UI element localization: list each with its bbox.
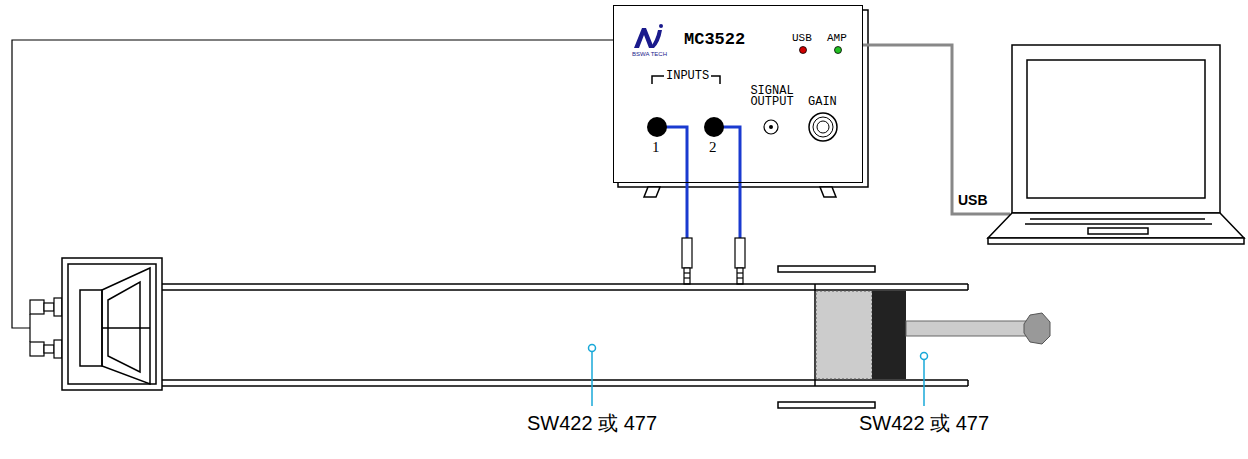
drawing-part [988, 213, 1244, 238]
drawing-part [162, 385, 968, 387]
drawing-part [44, 345, 54, 353]
part-label: SW422 或 477 [859, 410, 989, 437]
leader-line [589, 345, 928, 407]
panel-label: GAIN [808, 95, 837, 109]
input-number: 1 [652, 139, 660, 156]
gain-knob [809, 113, 837, 141]
drawing-part [921, 353, 928, 360]
instrument-housing [618, 10, 868, 197]
drawing-part [684, 277, 690, 278]
drawing-part [820, 187, 836, 197]
drawing-part [906, 321, 1030, 336]
drawing-part [737, 277, 743, 278]
drawing-part [162, 289, 968, 291]
cable-label: USB [958, 192, 988, 208]
drawing-part [68, 264, 156, 384]
panel-label: SIGNAL OUTPUT [746, 86, 798, 108]
usb-cable [863, 45, 1010, 214]
drawing-part [30, 300, 44, 314]
drawing-part [54, 298, 62, 316]
drawing-part [816, 291, 872, 379]
drawing-part [30, 342, 44, 356]
output-jack [769, 125, 773, 129]
speaker-connector [30, 298, 62, 358]
drawing-part [684, 272, 690, 273]
led-label: USB [792, 32, 812, 44]
input-jack [704, 117, 724, 137]
drawing-part [634, 28, 654, 48]
drawing-part [967, 380, 969, 386]
drawing-part [778, 402, 875, 408]
impedance-tube [162, 266, 968, 408]
drawing-part [62, 258, 162, 390]
logo [634, 24, 663, 48]
drawing-part [1027, 60, 1205, 198]
piston [816, 291, 1050, 379]
output-jack [764, 120, 778, 134]
microphone [682, 238, 745, 284]
drawing-part [108, 282, 140, 372]
gain-knob [817, 121, 829, 133]
drawing-part [682, 238, 692, 268]
panel-label: INPUTS [664, 69, 711, 83]
drawing-part [1024, 313, 1050, 344]
logo-text: BSWA TECH [632, 51, 667, 57]
speaker-housing [62, 258, 162, 390]
drawing-part [778, 266, 875, 272]
model-name: MC3522 [684, 30, 745, 49]
led-label: AMP [827, 32, 847, 44]
drawing-part [684, 268, 690, 284]
drawing-part [80, 290, 102, 366]
drawing-part [591, 352, 593, 406]
part-label: SW422 或 477 [527, 410, 657, 437]
drawing-part [967, 284, 969, 290]
drawing-part [589, 345, 596, 352]
drawing-part [872, 291, 906, 379]
drawing-part [923, 360, 925, 406]
laptop [988, 45, 1244, 244]
drawing-part [102, 327, 150, 329]
drawing-part [644, 187, 660, 197]
drawing-part [735, 238, 745, 268]
input-jack [647, 117, 667, 137]
drawing-part [102, 268, 150, 384]
drawing-part [988, 238, 1244, 244]
drawing-part [618, 10, 868, 187]
amp-led [835, 47, 842, 54]
drawing-part [1025, 223, 1212, 225]
drawing-part [44, 303, 54, 311]
drawing-part [737, 272, 743, 273]
drawing-part [1030, 218, 1205, 220]
instrument-box: MC3522 [613, 5, 863, 183]
drawing-part [29, 328, 30, 342]
usb-led [800, 47, 807, 54]
drawing-part [1088, 228, 1148, 234]
drawing-part [650, 30, 662, 48]
drawing-part [737, 268, 743, 284]
gain-knob [813, 117, 833, 137]
input-number: 2 [709, 139, 717, 156]
drawing-part [1012, 45, 1220, 213]
drawing-part [162, 283, 968, 285]
drawing-part [54, 340, 62, 358]
drawing-part [659, 24, 663, 28]
drawing-part [29, 314, 30, 328]
